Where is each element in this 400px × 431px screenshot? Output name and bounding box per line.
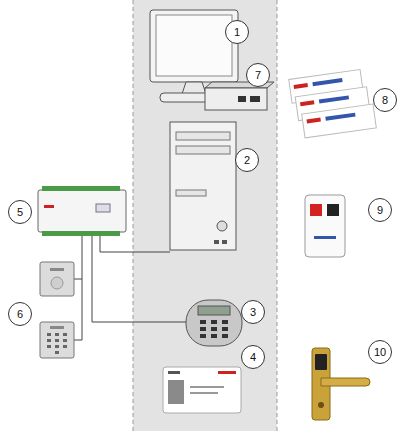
device-port bbox=[250, 96, 260, 102]
card-logo bbox=[319, 95, 349, 103]
device-port bbox=[238, 96, 246, 102]
status-display bbox=[96, 204, 110, 212]
usb-port bbox=[222, 240, 227, 244]
callout-number: 3 bbox=[250, 307, 256, 318]
callout-number: 8 bbox=[382, 95, 388, 106]
access-controller bbox=[38, 190, 126, 232]
band-border bbox=[277, 0, 278, 431]
wire bbox=[74, 232, 82, 340]
keypad-keys bbox=[47, 333, 67, 354]
reader-logo bbox=[50, 326, 64, 329]
callout-number: 9 bbox=[377, 205, 383, 216]
terminal-strip bbox=[42, 186, 120, 191]
callout-circle: 3 bbox=[241, 300, 265, 324]
callout-circle: 10 bbox=[368, 340, 392, 364]
card-line bbox=[190, 386, 224, 388]
logo-mark bbox=[44, 205, 54, 208]
card-logo bbox=[218, 371, 236, 374]
reader-button bbox=[310, 204, 322, 216]
network-device bbox=[205, 88, 267, 110]
wire bbox=[92, 232, 187, 322]
callout-circle: 6 bbox=[8, 302, 32, 326]
reader-sensor bbox=[51, 277, 63, 289]
reader-button bbox=[327, 204, 339, 216]
drive-bay bbox=[176, 190, 206, 196]
drive-bay bbox=[176, 146, 230, 154]
monitor-neck bbox=[182, 82, 206, 94]
reader-logo bbox=[50, 268, 64, 271]
callout-number: 10 bbox=[374, 347, 386, 358]
card-logo bbox=[306, 118, 320, 124]
keyhole bbox=[318, 402, 324, 408]
callout-circle: 9 bbox=[368, 198, 392, 222]
terminal-strip bbox=[42, 231, 120, 236]
callout-circle: 2 bbox=[235, 148, 259, 172]
reader-logo bbox=[314, 236, 336, 239]
lock-reader bbox=[315, 354, 327, 370]
monitor-frame bbox=[150, 10, 238, 82]
door-handle bbox=[321, 378, 370, 386]
card-photo bbox=[168, 380, 184, 404]
callout-circle: 4 bbox=[241, 345, 265, 369]
callout-number: 4 bbox=[250, 352, 256, 363]
pin-terminal bbox=[186, 300, 242, 346]
pc-band bbox=[133, 0, 277, 431]
callout-number: 5 bbox=[17, 207, 23, 218]
card-logo bbox=[312, 78, 342, 86]
card-logo bbox=[300, 100, 314, 106]
card-stack bbox=[289, 68, 377, 139]
terminal-display bbox=[198, 306, 230, 315]
drive-bay bbox=[176, 132, 230, 140]
callout-number: 7 bbox=[255, 70, 261, 81]
terminal-keys bbox=[200, 320, 228, 338]
power-button bbox=[217, 221, 227, 231]
callout-circle: 8 bbox=[373, 88, 397, 112]
callout-circle: 5 bbox=[8, 200, 32, 224]
monitor-screen bbox=[156, 15, 232, 76]
band-border bbox=[133, 0, 134, 431]
id-card bbox=[163, 367, 241, 413]
card-line bbox=[190, 392, 218, 394]
card-logo bbox=[168, 371, 180, 374]
callout-number: 1 bbox=[234, 27, 240, 38]
callout-number: 2 bbox=[244, 155, 250, 166]
rfid-card bbox=[302, 104, 377, 138]
callout-number: 6 bbox=[17, 309, 23, 320]
card-logo bbox=[294, 83, 308, 89]
callout-circle: 7 bbox=[246, 63, 270, 87]
callout-circle: 1 bbox=[225, 20, 249, 44]
keypad-reader bbox=[40, 322, 74, 358]
card-logo bbox=[325, 113, 355, 121]
pc-tower bbox=[170, 122, 236, 250]
wall-reader bbox=[305, 195, 345, 257]
card-reader bbox=[40, 262, 74, 296]
usb-port bbox=[214, 240, 219, 244]
